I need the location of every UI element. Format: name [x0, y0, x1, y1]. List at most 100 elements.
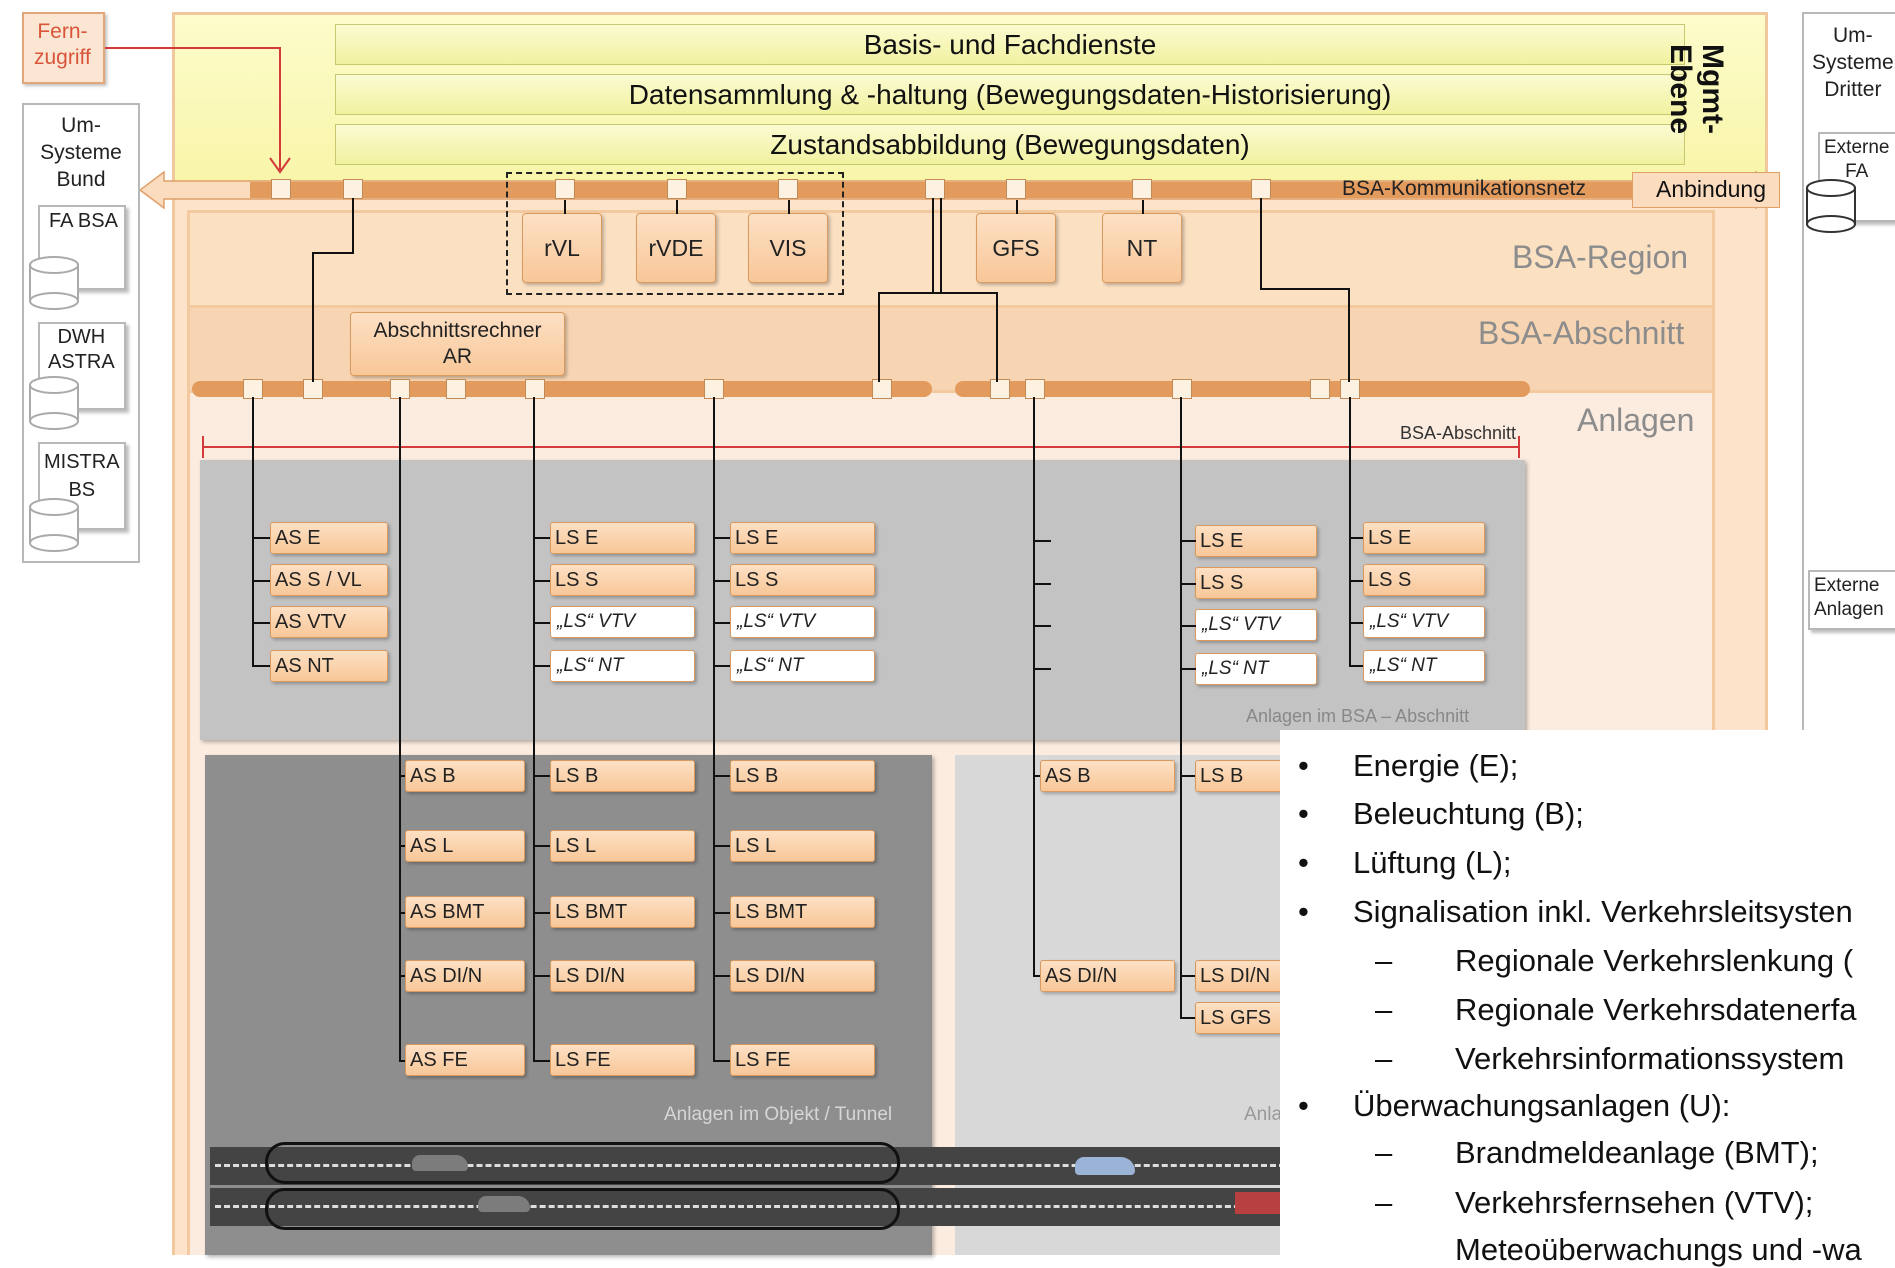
trunk — [399, 397, 401, 1062]
node-ls-din: LS DI/N — [550, 960, 695, 992]
abschnitt-marker-tick — [1518, 436, 1520, 458]
node-as-l: AS L — [405, 830, 525, 862]
node-ls-e: LS E — [730, 522, 875, 554]
port — [1340, 379, 1360, 399]
connector — [1016, 200, 1018, 214]
node-as-bmt: AS BMT — [405, 896, 525, 928]
network-label: BSA-Kommunikationsnetz — [1342, 177, 1586, 200]
connector — [1349, 665, 1365, 667]
bullet-item: • — [1298, 894, 1309, 930]
trunk — [713, 397, 715, 1062]
connector — [878, 292, 998, 294]
bullet-marker: • — [1298, 748, 1309, 783]
connector — [312, 252, 354, 254]
dash-item: – — [1375, 992, 1392, 1028]
bullet-marker: • — [1298, 1088, 1309, 1123]
port — [446, 379, 466, 399]
connector — [533, 775, 551, 777]
connector — [533, 580, 551, 582]
label-anlagen-im-abschnitt: Anlagen im BSA – Abschnitt — [1246, 706, 1470, 726]
port — [390, 379, 410, 399]
connector — [1348, 288, 1350, 382]
umsysteme-dritter-title: Um- Systeme Dritter — [1812, 24, 1894, 101]
trunk — [252, 397, 254, 665]
connector — [564, 200, 566, 214]
fernzugriff-label: Fern- zugriff — [34, 20, 91, 69]
node-ls-nt: „LS“ NT — [550, 650, 695, 682]
port — [667, 179, 687, 199]
port — [1132, 179, 1152, 199]
connector — [788, 200, 790, 214]
node-as-b: AS B — [405, 760, 525, 792]
node-ls-s: LS S — [1195, 567, 1317, 599]
port — [1251, 179, 1271, 199]
node-as-vtv: AS VTV — [270, 606, 388, 638]
node-as-din: AS DI/N — [405, 960, 525, 992]
connector — [1142, 200, 1144, 214]
port — [1172, 379, 1192, 399]
connector — [1349, 580, 1365, 582]
road-upper-marking — [215, 1164, 1285, 1167]
port — [1025, 379, 1045, 399]
label-bsa-region: BSA-Region — [1512, 239, 1689, 275]
bullet-text: Signalisation inkl. Verkehrsleitsysten — [1353, 894, 1853, 929]
node-ls-b: LS B — [1195, 760, 1285, 792]
service-bar-datensammlung: Datensammlung & -haltung (Bewegungsdaten… — [335, 74, 1685, 115]
abschnitt-bus-right — [955, 381, 1530, 397]
bullet-text: Regionale Verkehrslenkung ( — [1455, 943, 1854, 978]
bullet-text: Energie (E); — [1353, 748, 1519, 783]
port — [1006, 179, 1026, 199]
dash-item: – — [1375, 943, 1392, 979]
port — [343, 179, 363, 199]
fernzugriff-arrow — [105, 47, 291, 174]
connector — [1349, 622, 1365, 624]
node-nt: NT — [1102, 213, 1182, 283]
label-bsa-abschnitt: BSA-Abschnitt — [1478, 315, 1685, 351]
dash-marker: – — [1375, 943, 1393, 978]
connector — [1033, 540, 1051, 542]
port — [555, 179, 575, 199]
road-lower-marking — [215, 1205, 1285, 1208]
database-icon — [29, 498, 79, 552]
connector — [1033, 583, 1051, 585]
connector — [1033, 625, 1051, 627]
bullet-item: • — [1298, 796, 1309, 832]
connector — [533, 1060, 551, 1062]
connector — [713, 580, 731, 582]
mistra-bs-box — [38, 442, 126, 530]
port — [704, 379, 724, 399]
node-ls-e: LS E — [1195, 525, 1317, 557]
connector — [1260, 198, 1262, 290]
externe-anlagen-box — [1808, 570, 1895, 630]
node-as-e: AS E — [270, 522, 388, 554]
node-as-s-vl: AS S / VL — [270, 564, 388, 596]
abschnitt-marker-tick — [202, 436, 204, 458]
connector — [1260, 288, 1350, 290]
connector — [1349, 537, 1365, 539]
dash-marker: – — [1375, 1185, 1393, 1220]
bullet-text: Beleuchtung (B); — [1353, 796, 1584, 831]
connector — [713, 622, 731, 624]
tunnel-tube-lower — [265, 1188, 900, 1230]
bullet-item: • — [1298, 1088, 1309, 1124]
node-ls-nt: „LS“ NT — [1363, 650, 1485, 682]
node-ls-gfs: LS GFS — [1195, 1002, 1285, 1034]
bullet-text: Überwachungsanlagen (U): — [1353, 1088, 1731, 1123]
dash-item: – — [1375, 1041, 1392, 1077]
database-icon — [29, 256, 79, 310]
network-bar — [140, 170, 1780, 210]
node-rvde: rVDE — [636, 213, 716, 283]
node-as-nt: AS NT — [270, 650, 388, 682]
car-icon — [1075, 1157, 1135, 1175]
node-ls-nt: „LS“ NT — [1195, 653, 1317, 685]
bullet-text: Verkehrsfernsehen (VTV); — [1455, 1185, 1814, 1220]
node-vis: VIS — [748, 213, 828, 283]
dash-marker: – — [1375, 1135, 1393, 1170]
service-bar-basis: Basis- und Fachdienste — [335, 24, 1685, 65]
node-as-b: AS B — [1040, 760, 1175, 792]
bullet-text: Meteoüberwachungs und -wa — [1455, 1232, 1862, 1267]
node-ls-b: LS B — [550, 760, 695, 792]
trunk — [1033, 397, 1035, 975]
connector — [878, 292, 880, 382]
port — [925, 179, 945, 199]
